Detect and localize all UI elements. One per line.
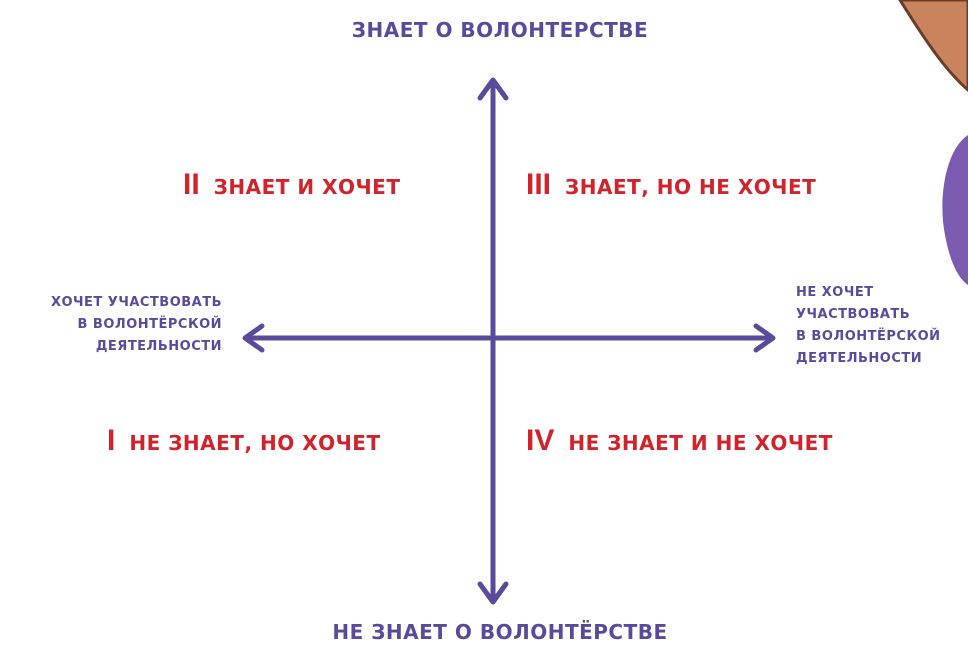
quadrant-text: ЗНАЕТ, НО НЕ ХОЧЕТ	[565, 175, 817, 199]
decorative-figure-shape	[898, 0, 968, 92]
axis-label-left: ХОЧЕТ УЧАСТВОВАТЬ В ВОЛОНТЁРСКОЙ ДЕЯТЕЛЬ…	[8, 292, 222, 358]
arrow-right-icon	[753, 323, 776, 353]
axis-label-right-line: ДЕЯТЕЛЬНОСТИ	[796, 351, 923, 366]
axis-label-left-line: В ВОЛОНТЁРСКОЙ	[77, 317, 222, 332]
axis-label-right-line: НЕ ХОЧЕТ	[796, 285, 874, 300]
axis-label-right-line: В ВОЛОНТЁРСКОЙ	[796, 329, 941, 344]
axis-label-left-line: ДЕЯТЕЛЬНОСТИ	[95, 339, 222, 354]
decorative-purple-shape	[942, 135, 968, 285]
arrow-up-icon	[477, 77, 509, 101]
quadrant-number: III	[526, 168, 552, 201]
quadrant-1-label: I НЕ ЗНАЕТ, НО ХОЧЕТ	[107, 424, 381, 458]
quadrant-4-label: IV НЕ ЗНАЕТ И НЕ ХОЧЕТ	[526, 424, 833, 458]
axis-label-right: НЕ ХОЧЕТ УЧАСТВОВАТЬ В ВОЛОНТЁРСКОЙ ДЕЯТ…	[796, 282, 966, 370]
quadrant-2-label: II ЗНАЕТ И ХОЧЕТ	[183, 168, 400, 202]
quadrant-number: II	[183, 168, 200, 201]
axis-label-left-line: ХОЧЕТ УЧАСТВОВАТЬ	[50, 295, 222, 310]
quadrant-number: I	[107, 424, 116, 457]
quadrant-text: ЗНАЕТ И ХОЧЕТ	[213, 175, 401, 199]
quadrant-text: НЕ ЗНАЕТ, НО ХОЧЕТ	[129, 431, 381, 455]
quadrant-number: IV	[526, 424, 555, 457]
arrow-down-icon	[477, 581, 509, 605]
quadrant-text: НЕ ЗНАЕТ И НЕ ХОЧЕТ	[568, 431, 833, 455]
axis-label-right-line: УЧАСТВОВАТЬ	[796, 307, 911, 322]
axis-label-top: ЗНАЕТ О ВОЛОНТЕРСТВЕ	[351, 18, 649, 42]
quadrant-3-label: III ЗНАЕТ, НО НЕ ХОЧЕТ	[526, 168, 816, 202]
axis-label-bottom: НЕ ЗНАЕТ О ВОЛОНТЁРСТВЕ	[332, 620, 668, 644]
arrow-left-icon	[242, 323, 265, 353]
